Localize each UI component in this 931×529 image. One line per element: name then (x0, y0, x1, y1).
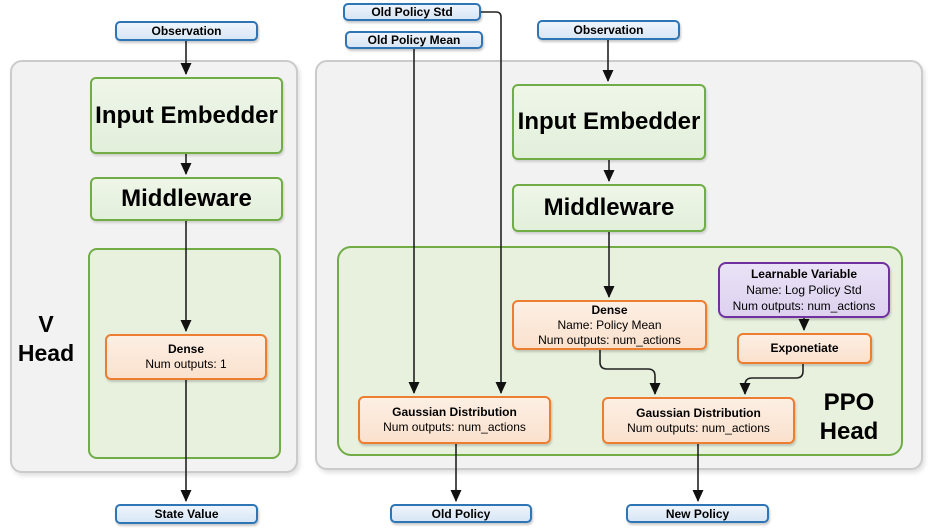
node-state-value: State Value (115, 504, 258, 524)
node-label: Old Policy Std (371, 5, 453, 19)
v-head-label-line2: Head (17, 340, 75, 366)
node-title: Gaussian Distribution (392, 405, 517, 419)
node-label: Input Embedder (517, 108, 701, 135)
node-title: Dense (167, 342, 205, 356)
node-title: Gaussian Distribution (636, 405, 761, 420)
node-dense-policy-mean: Dense Name: Policy Mean Num outputs: num… (512, 300, 707, 350)
node-label: State Value (154, 507, 219, 521)
node-outputs-line: Num outputs: num_actions (538, 332, 681, 347)
node-title: Dense (591, 302, 628, 317)
node-outputs-line: Num outputs: num_actions (627, 420, 770, 435)
node-name-line: Name: Log Policy Std (746, 283, 862, 297)
node-input-embedder-ppo: Input Embedder (512, 84, 706, 160)
node-label: Observation (151, 24, 222, 38)
v-head-label: V Head (14, 310, 78, 368)
node-label: New Policy (665, 506, 730, 521)
node-gaussian-distribution-old: Gaussian Distribution Num outputs: num_a… (358, 396, 551, 444)
ppo-head-label: PPO Head (806, 388, 892, 446)
node-old-policy-mean: Old Policy Mean (345, 31, 483, 49)
node-old-policy: Old Policy (390, 504, 532, 523)
v-head-label-line1: V (38, 311, 54, 337)
ppo-head-label-line2: Head (819, 418, 879, 445)
node-label: Exponetiate (770, 341, 839, 355)
node-outputs-line: Num outputs: num_actions (383, 420, 526, 434)
node-outputs-line: Num outputs: num_actions (732, 299, 876, 313)
node-label: Middleware (121, 185, 252, 212)
node-observation-v: Observation (115, 21, 258, 41)
node-label: Old Policy (431, 506, 491, 521)
node-gaussian-distribution-new: Gaussian Distribution Num outputs: num_a… (602, 397, 795, 444)
node-new-policy: New Policy (626, 504, 769, 523)
node-title: Learnable Variable (750, 267, 858, 281)
node-middleware-ppo: Middleware (512, 184, 706, 232)
ppo-head-label-line1: PPO (823, 389, 875, 416)
node-observation-ppo: Observation (537, 20, 680, 40)
node-middleware-v: Middleware (90, 177, 283, 221)
node-label: Input Embedder (95, 101, 278, 129)
node-exponetiate: Exponetiate (737, 333, 872, 364)
node-label: Old Policy Mean (367, 33, 461, 47)
node-label: Observation (573, 23, 644, 37)
node-subtitle: Num outputs: 1 (145, 357, 227, 371)
node-label: Middleware (543, 194, 675, 221)
node-dense-v: Dense Num outputs: 1 (105, 334, 267, 380)
node-old-policy-std: Old Policy Std (343, 3, 481, 21)
node-learnable-variable: Learnable Variable Name: Log Policy Std … (718, 262, 890, 318)
node-name-line: Name: Policy Mean (557, 317, 662, 332)
node-input-embedder-v: Input Embedder (90, 77, 283, 154)
